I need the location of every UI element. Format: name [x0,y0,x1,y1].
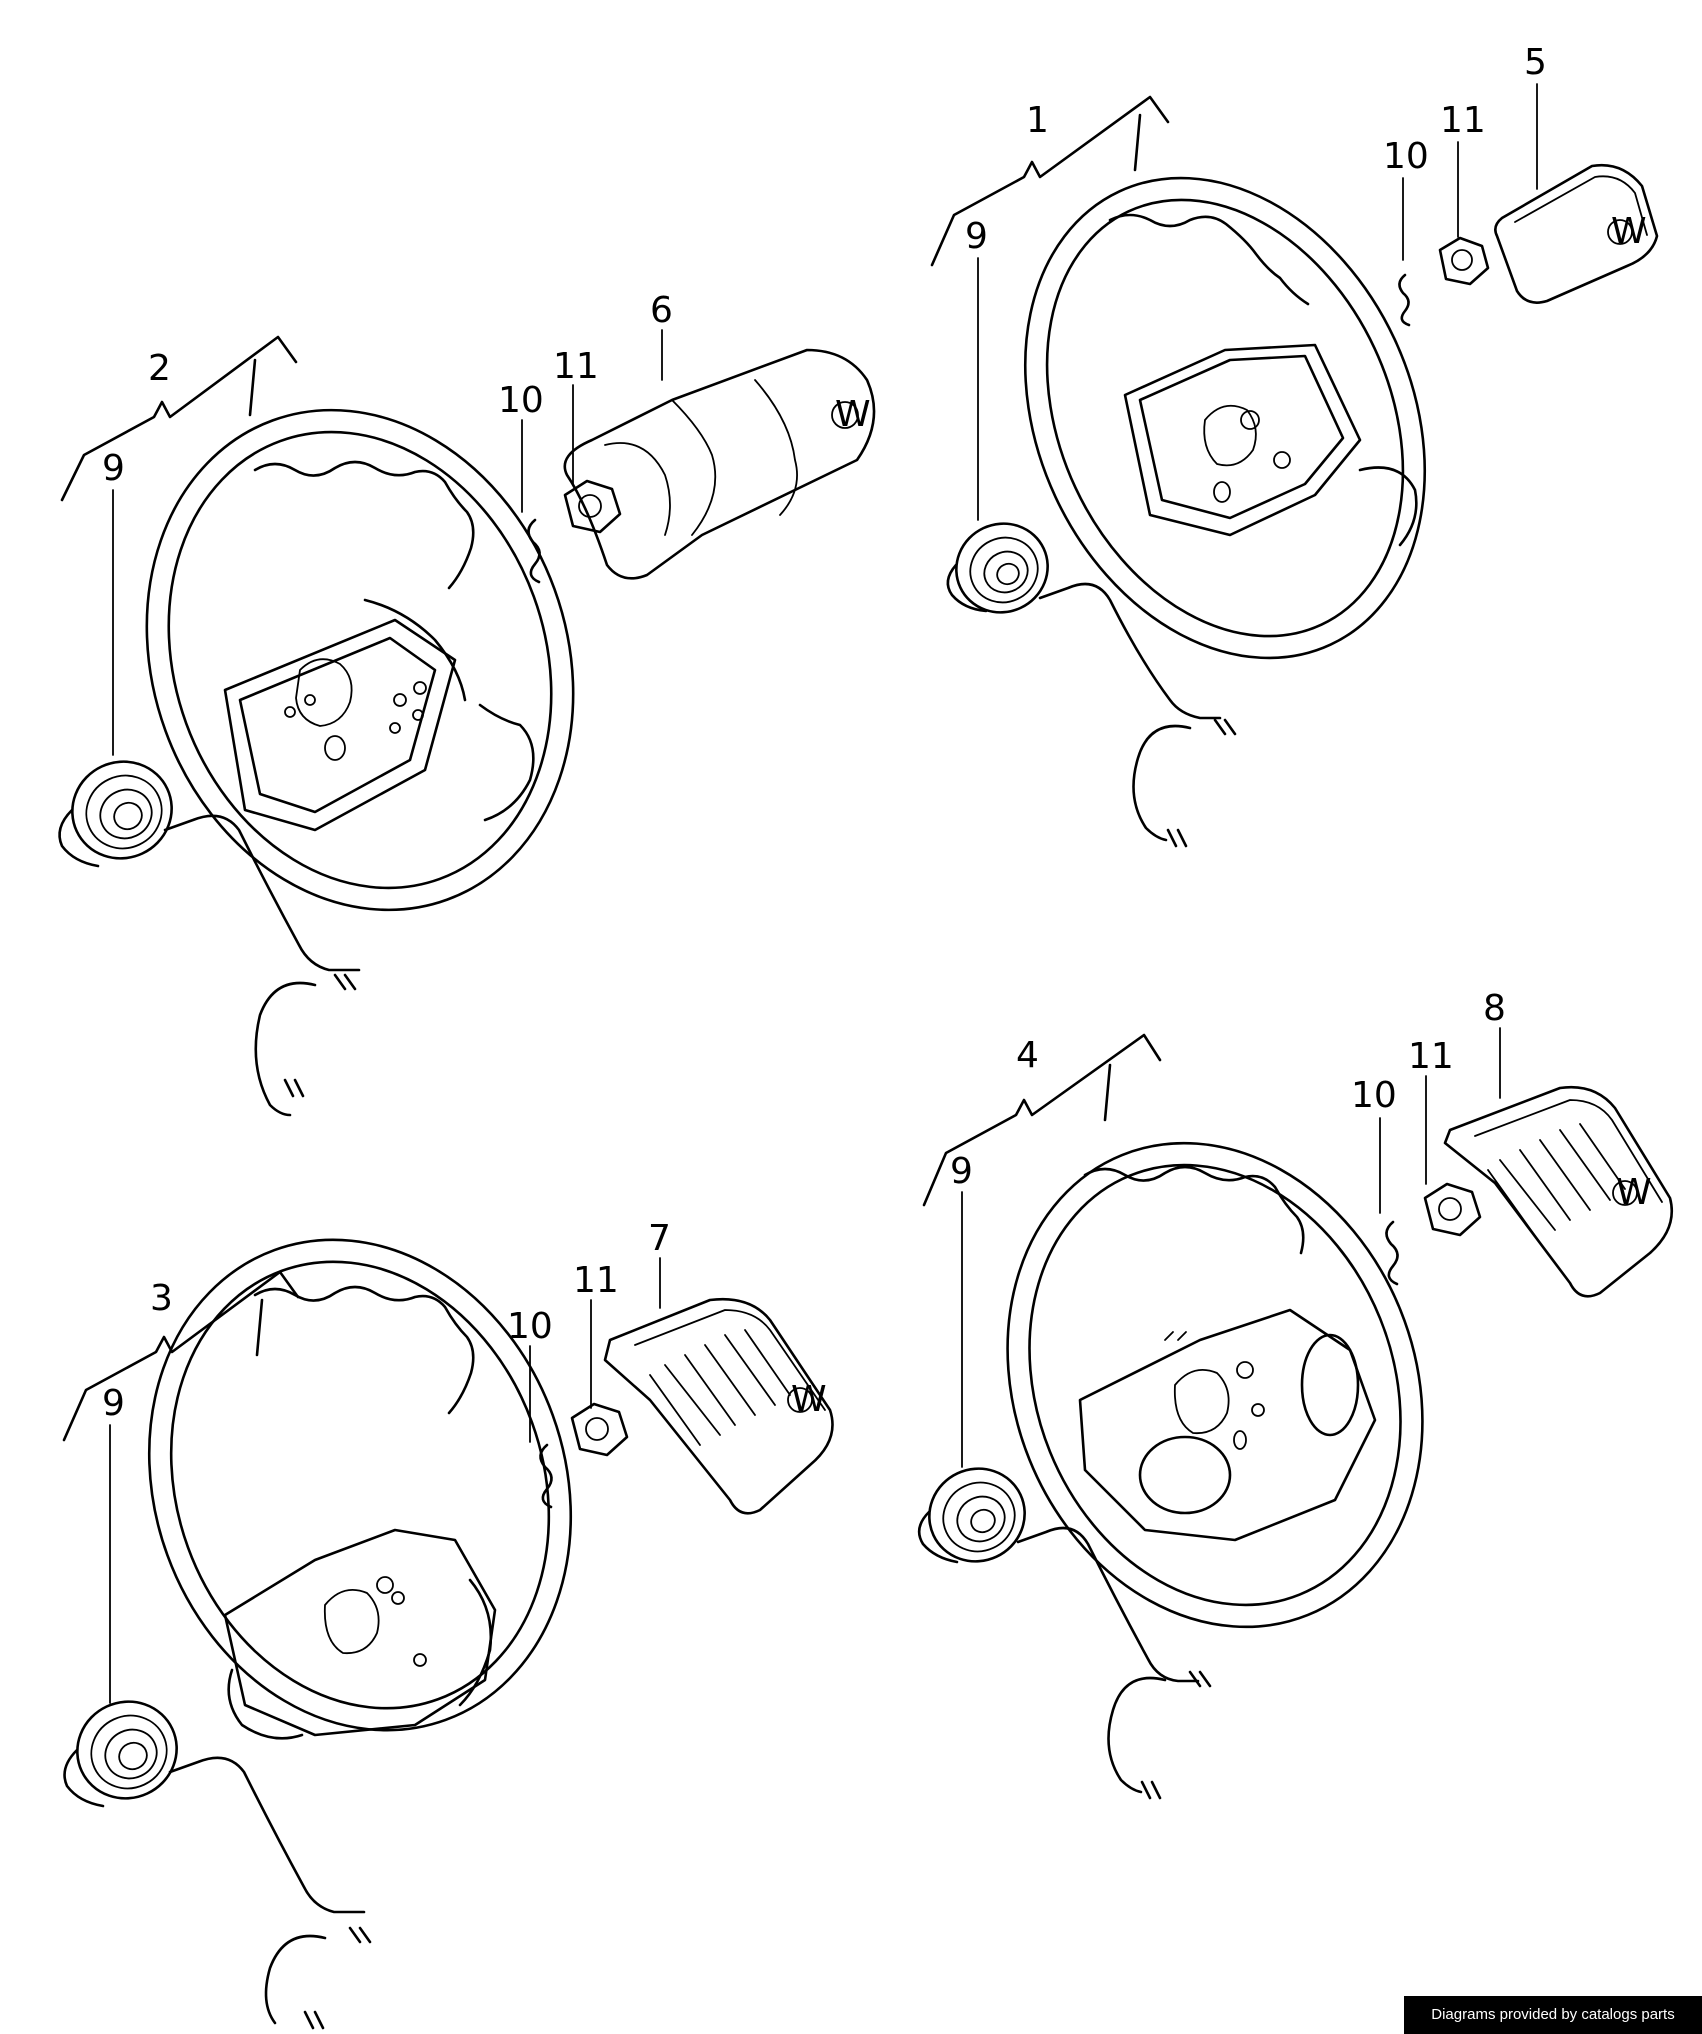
label-6: 6 [650,290,673,331]
slip-ring-3 [63,1700,372,2030]
assembly-2: W 2 9 10 11 6 [58,290,876,1117]
label-10-c: 10 [507,1306,553,1347]
svg-text:W: W [1616,1172,1652,1213]
slip-ring-4 [917,1467,1212,1800]
nut-11-c [570,1402,629,1457]
label-9-d: 9 [950,1151,973,1192]
label-9-b: 9 [965,216,988,257]
svg-text:W: W [791,1379,827,1420]
nut-11-d [1423,1182,1482,1237]
label-11-c: 11 [573,1260,619,1301]
spring-washer-10-c [539,1443,553,1509]
assembly-4: W 4 9 10 11 8 [917,988,1674,1800]
steering-wheel-3 [147,1238,573,1740]
horn-cover-8: W [1443,1085,1674,1298]
horn-cover-7: W [603,1297,834,1515]
spring-washer-10 [527,518,541,584]
steering-wheel-4 [1006,1141,1424,1629]
spring-washer-10-d [1385,1220,1399,1286]
svg-text:W: W [835,394,871,435]
label-10-a: 10 [498,380,544,421]
label-9-a: 9 [102,448,125,489]
label-11-b: 11 [1440,100,1486,141]
steering-wheel-2 [145,408,575,912]
slip-ring-2 [58,760,361,1117]
spring-washer-10-b [1398,273,1411,327]
label-9-c: 9 [102,1383,125,1424]
nut-11 [563,479,622,534]
steering-wheel-1 [1023,176,1427,660]
label-3: 3 [150,1278,173,1319]
diagram-credit-footer: Diagrams provided by catalogs parts [1404,1996,1702,2034]
label-11-d: 11 [1408,1036,1454,1077]
label-11-a: 11 [553,346,599,387]
label-2: 2 [148,348,171,389]
label-10-b: 10 [1383,136,1429,177]
assembly-3: W 3 9 10 11 7 [62,1218,834,2030]
horn-cover-5: W [1494,163,1659,304]
assembly-1: W 1 9 10 11 5 [930,42,1659,848]
label-8: 8 [1483,988,1506,1029]
label-7: 7 [648,1218,671,1259]
label-5: 5 [1524,42,1547,83]
horn-cover-6: W [563,348,876,580]
nut-11-b [1438,236,1490,286]
slip-ring-1 [946,522,1237,848]
label-1: 1 [1026,100,1049,141]
label-10-d: 10 [1351,1075,1397,1116]
svg-text:W: W [1611,211,1647,252]
label-4: 4 [1016,1035,1039,1076]
